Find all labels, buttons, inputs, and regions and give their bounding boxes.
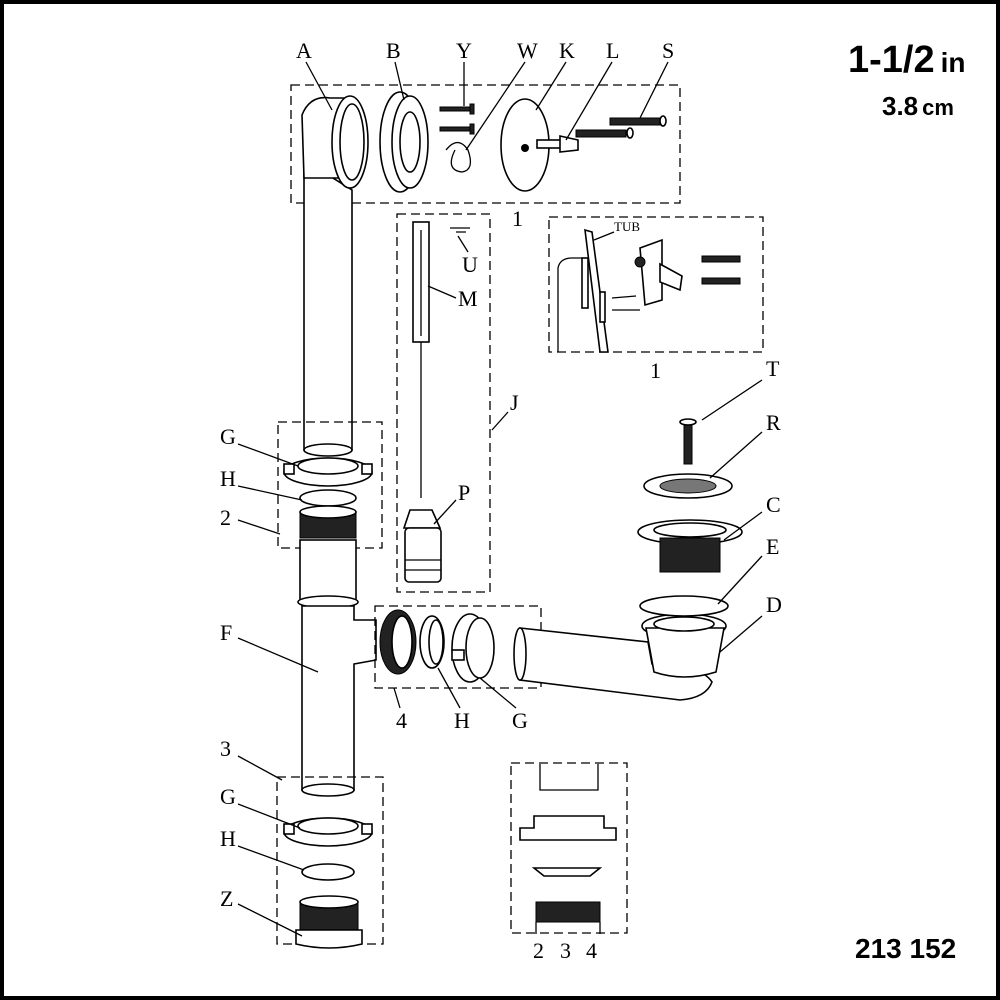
part-R-strainer xyxy=(643,473,733,499)
label-U: U xyxy=(462,252,478,277)
label-F: F xyxy=(220,620,232,645)
label-K: K xyxy=(559,38,575,63)
label-P: P xyxy=(458,480,470,505)
part-E-gasket xyxy=(639,595,729,617)
label-Z: Z xyxy=(220,886,233,911)
part-Z-adapter xyxy=(295,895,363,949)
part-W-spring xyxy=(445,141,472,173)
part-4-threaded-end xyxy=(379,609,417,675)
detail-1-number: 1 xyxy=(650,358,661,383)
linkage-box-J xyxy=(396,213,491,593)
inset-number-4: 4 xyxy=(586,938,597,963)
svg-text:1-1/2in: 1-1/2in xyxy=(848,39,966,81)
inset-number-2: 2 xyxy=(533,938,544,963)
part-U-clip xyxy=(450,227,470,233)
label-G-lower: G xyxy=(220,784,236,809)
label-4: 4 xyxy=(396,708,407,733)
label-L: L xyxy=(606,38,619,63)
part-T-screw xyxy=(679,418,697,465)
label-2: 2 xyxy=(220,505,231,530)
label-W: W xyxy=(517,38,538,63)
label-H-lower: H xyxy=(220,826,236,851)
part-K-faceplate xyxy=(500,98,550,192)
part-H-lower-washer xyxy=(301,863,355,881)
model-number: 213 152 xyxy=(855,933,956,964)
label-G-upper: G xyxy=(220,424,236,449)
inset-numbers: 2 3 4 xyxy=(533,938,597,963)
waste-arm xyxy=(513,627,713,701)
label-1-top: 1 xyxy=(512,206,523,231)
label-A: A xyxy=(296,38,312,63)
label-J: J xyxy=(510,390,519,415)
part-C-flange xyxy=(637,519,743,573)
threaded-tailpiece-upper xyxy=(299,505,357,539)
label-T: T xyxy=(766,356,780,381)
overflow-pipe-end xyxy=(303,443,353,457)
part-A-overflow-elbow xyxy=(301,95,369,189)
part-B-gasket xyxy=(379,91,429,193)
inset-assembly xyxy=(519,764,617,934)
part-H-mid-washer xyxy=(419,615,445,669)
label-R: R xyxy=(766,410,781,435)
label-M: M xyxy=(458,286,478,311)
label-C: C xyxy=(766,492,781,517)
label-Y: Y xyxy=(456,38,472,63)
part-Y-screws xyxy=(439,103,475,135)
label-E: E xyxy=(766,534,779,559)
label-H-upper: H xyxy=(220,466,236,491)
label-H-mid: H xyxy=(454,708,470,733)
detail-1-box xyxy=(548,216,764,353)
part-D-drain-body xyxy=(641,613,727,678)
svg-text:3.8cm: 3.8cm xyxy=(882,91,954,121)
label-G-mid: G xyxy=(512,708,528,733)
label-D: D xyxy=(766,592,782,617)
part-L-lever xyxy=(536,135,579,153)
inset-assembly-box xyxy=(510,762,628,934)
overflow-pipe xyxy=(303,158,353,451)
overflow-group-box xyxy=(290,84,681,204)
part-G-mid-nut xyxy=(451,613,495,683)
group-4-box xyxy=(374,605,542,689)
label-3: 3 xyxy=(220,736,231,761)
part-G-upper-nut xyxy=(283,457,373,487)
tub-label: TUB xyxy=(614,219,640,234)
label-B: B xyxy=(386,38,401,63)
part-H-upper-washer xyxy=(299,489,357,507)
part-S-screws xyxy=(575,115,667,139)
part-M-linkage xyxy=(412,221,430,498)
inset-number-3: 3 xyxy=(560,938,571,963)
part-P-plunger xyxy=(402,509,442,583)
label-S: S xyxy=(662,38,674,63)
part-F-tee xyxy=(297,539,377,797)
detail-1-tub-section xyxy=(557,228,741,353)
part-G-lower-nut xyxy=(283,817,373,847)
